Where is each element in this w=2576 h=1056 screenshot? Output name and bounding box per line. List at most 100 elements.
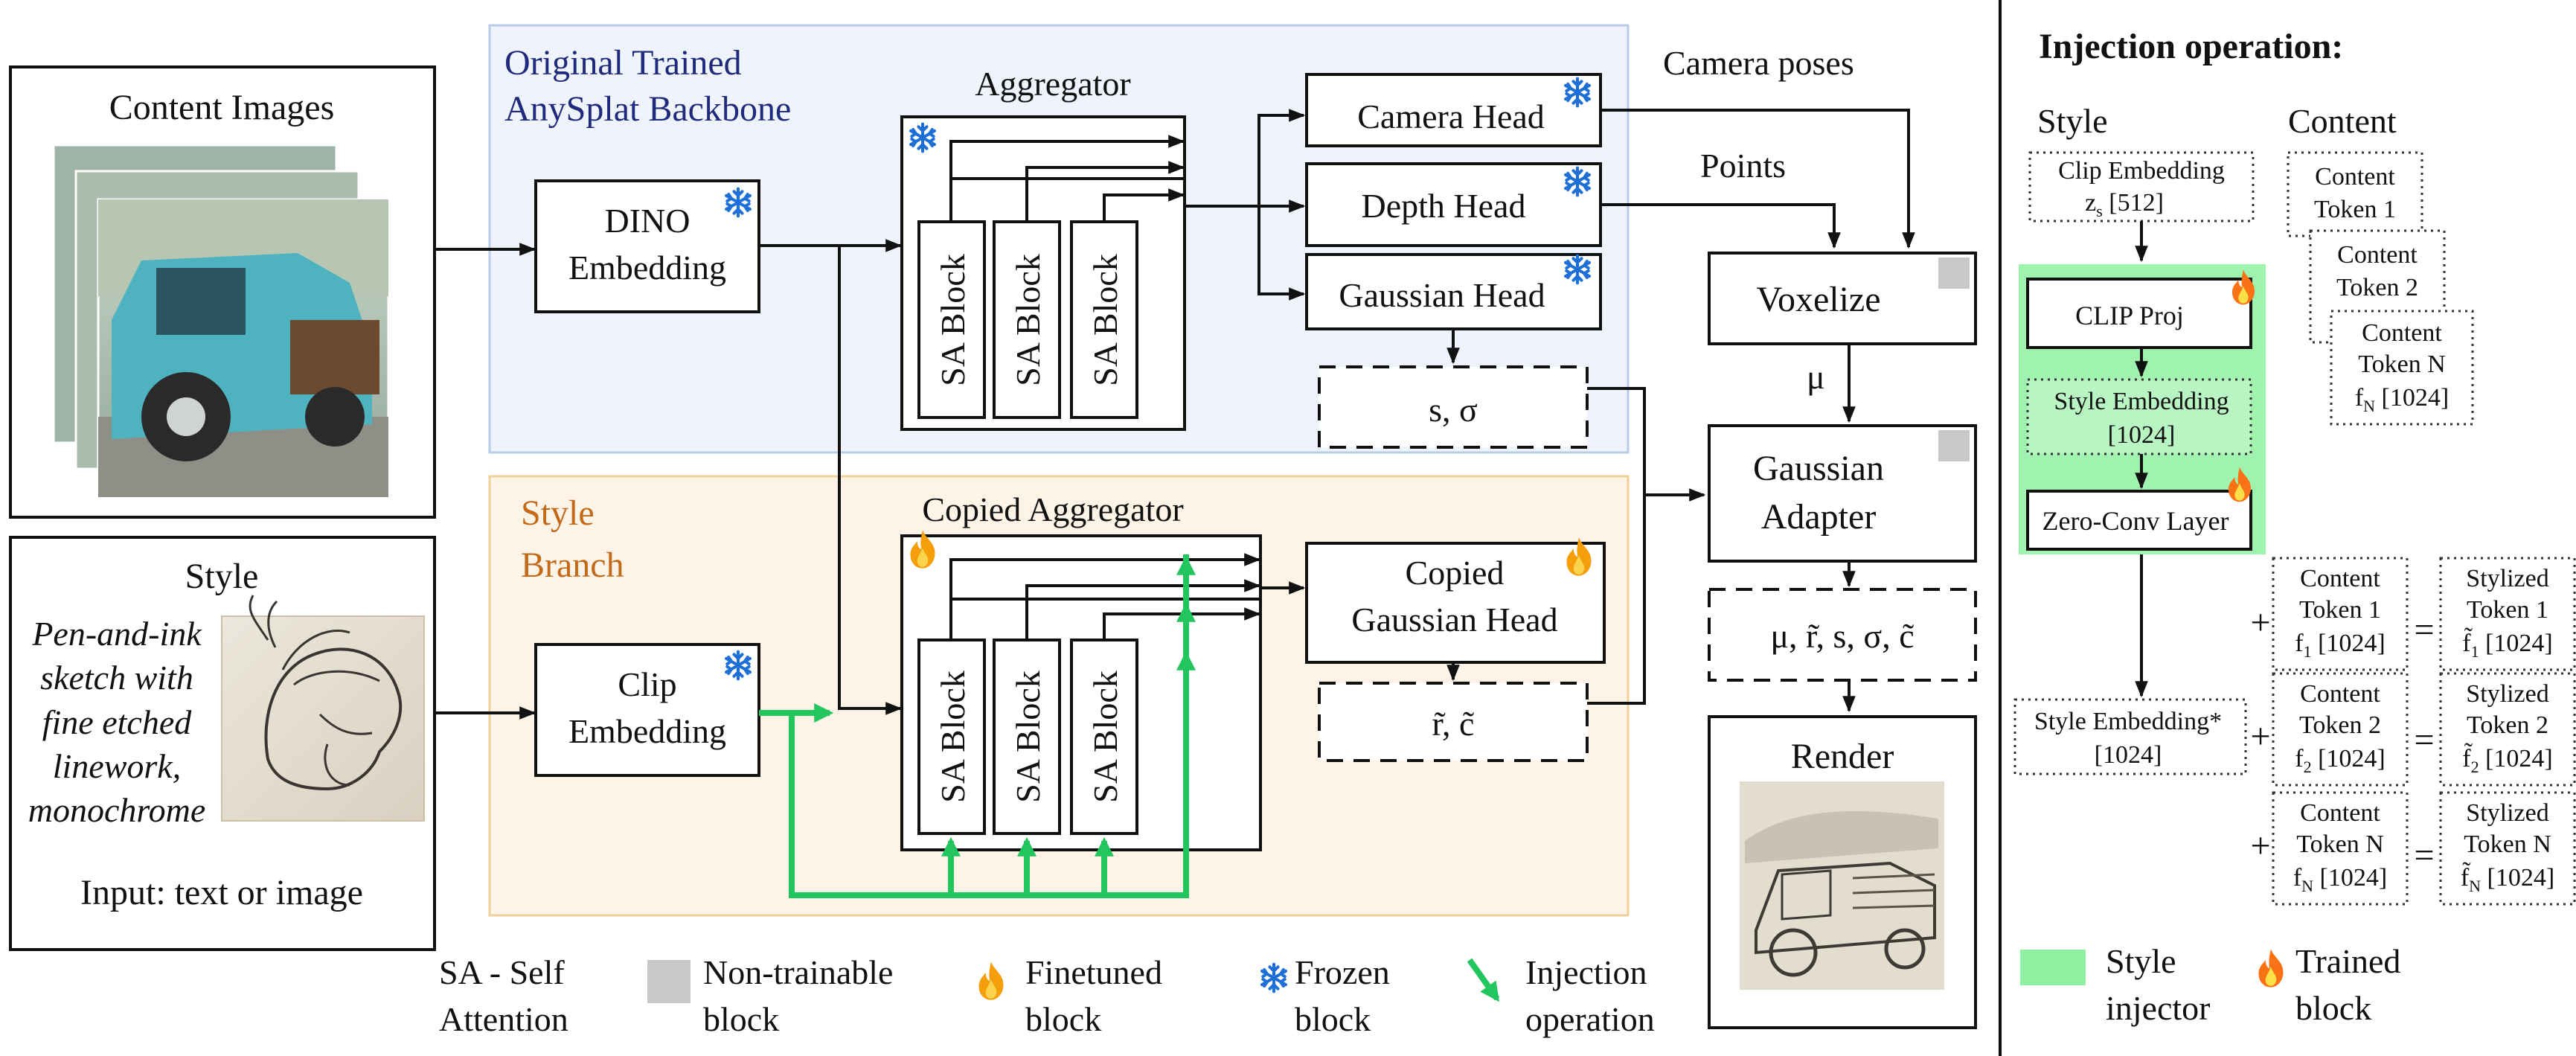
row-content-line3: f1 [1024]	[2295, 630, 2385, 661]
sa-block	[1070, 639, 1138, 835]
copied-gaussian-head-line1: Copied	[1406, 554, 1505, 592]
legend-injector-line1: Style	[2106, 942, 2176, 980]
copied-aggregator-sa-blocks: SA Block SA Block SA Block	[917, 639, 1138, 835]
legend-injection-line2: operation	[1525, 1000, 1655, 1038]
stylized-token-box	[2439, 791, 2576, 906]
depth-head-label: Depth Head	[1362, 187, 1526, 225]
legend-non-trainable-swatch	[647, 960, 691, 1003]
legend: SA - Self Attention Non-trainable block …	[439, 953, 1655, 1038]
sa-block	[993, 220, 1061, 419]
legend-non-trainable-line2: block	[703, 1000, 779, 1038]
camera-head-label: Camera Head	[1357, 97, 1545, 135]
equals-sign: =	[2414, 720, 2434, 760]
injection-lines	[759, 554, 1196, 898]
render-image	[1740, 781, 1944, 990]
stylized-token-box	[2439, 557, 2576, 671]
content-token-label: Content	[2362, 319, 2442, 347]
style-prompt-line1: Pen-and-ink	[31, 615, 202, 653]
sa-block-label: SA Block	[1086, 254, 1124, 386]
style-embedding-line2: [1024]	[2108, 421, 2176, 449]
content-token-box	[2272, 791, 2409, 906]
row-content-line2: Token N	[2296, 831, 2384, 858]
content-column-label: Content	[2288, 102, 2397, 140]
gaussian-head-label: Gaussian Head	[1339, 276, 1545, 314]
legend-finetuned-line1: Finetuned	[1025, 953, 1162, 991]
mu-label: μ	[1807, 358, 1825, 396]
content-token-label: fN [1024]	[2355, 384, 2449, 415]
legend-injection-line1: Injection	[1525, 953, 1647, 991]
sa-block-label: SA Block	[934, 254, 972, 386]
copied-aggregator-label: Copied Aggregator	[922, 490, 1183, 528]
equals-sign: =	[2414, 836, 2434, 875]
row-stylized-line1: Stylized	[2466, 799, 2548, 827]
aggregator-sa-blocks: SA Block SA Block SA Block	[917, 220, 1138, 419]
backbone-title-line1: Original Trained	[504, 43, 742, 83]
row-content-line1: Content	[2300, 565, 2380, 592]
depth-head-box	[1305, 162, 1602, 247]
row-stylized-line3: f̃2 [1024]	[2462, 743, 2552, 776]
legend-injection-arrow	[1467, 958, 1500, 1002]
style-prompt-line5: monochrome	[28, 791, 205, 829]
camera-head-box	[1305, 73, 1602, 147]
content-token-box	[2272, 557, 2409, 671]
sa-block-label: SA Block	[1009, 254, 1047, 386]
content-token-label: Token 1	[2314, 196, 2396, 223]
row-stylized-line2: Token 2	[2467, 711, 2548, 739]
r-c-label: r̃, c̃	[1432, 705, 1475, 743]
content-token-box	[2272, 672, 2409, 787]
sa-block-label: SA Block	[1086, 671, 1124, 803]
legend-non-trainable-line1: Non-trainable	[703, 953, 893, 991]
clip-embedding-box	[534, 643, 760, 777]
aggregator-skip-arrows	[949, 135, 1185, 222]
arrow-s-sigma-to-adapter	[1587, 387, 1706, 502]
legend-frozen-line1: Frozen	[1295, 953, 1390, 991]
content-token-label: Content	[2337, 241, 2418, 269]
arrow-depth-to-voxelize	[1601, 203, 1841, 249]
render-label: Render	[1791, 737, 1894, 776]
legend-sa-line1: SA - Self	[439, 953, 565, 991]
row-content-line2: Token 1	[2299, 596, 2381, 624]
non-trainable-marker	[1938, 430, 1970, 461]
arrow-aggregator-to-camera	[1257, 109, 1306, 206]
clip-proj-box	[2026, 278, 2252, 349]
content-token-label: Token 2	[2336, 274, 2418, 301]
arrow-r-c-to-adapter	[1587, 495, 1646, 705]
style-prompt: Pen-and-ink sketch with fine etched line…	[28, 615, 205, 829]
legend-trained-line1: Trained	[2295, 942, 2400, 980]
aggregator-label: Aggregator	[975, 65, 1130, 103]
style-branch-title-line1: Style	[521, 493, 595, 533]
injection-panel-title: Injection operation:	[2039, 27, 2343, 66]
content-token-box	[2287, 151, 2423, 237]
params-label: μ, r̃, s, σ, c̃	[1770, 617, 1914, 655]
gaussian-adapter-line2: Adapter	[1761, 497, 1877, 537]
legend-frozen-line2: block	[1295, 1000, 1371, 1038]
plus-sign: +	[2250, 826, 2270, 865]
style-embedding-star-box	[2013, 698, 2247, 775]
copied-gaussian-head-line2: Gaussian Head	[1351, 601, 1557, 639]
row-stylized-line2: Token N	[2464, 831, 2551, 858]
row-stylized-line3: f̃1 [1024]	[2462, 627, 2552, 661]
copied-aggregator-skip-arrows	[949, 553, 1261, 640]
gaussian-adapter-line1: Gaussian	[1753, 449, 1884, 488]
s-sigma-label: s, σ	[1429, 391, 1478, 429]
voxelize-label: Voxelize	[1756, 280, 1880, 319]
row-content-line1: Content	[2300, 680, 2380, 708]
content-images-stack	[52, 144, 390, 499]
clip-embedding-small-label: Clip Embedding	[2058, 157, 2225, 185]
equals-sign: =	[2414, 610, 2434, 650]
row-stylized-line1: Stylized	[2466, 565, 2548, 592]
row-stylized-line2: Token 1	[2467, 596, 2548, 624]
camera-poses-label: Camera poses	[1663, 44, 1854, 82]
legend-injector-line2: injector	[2106, 989, 2211, 1027]
zs-label: zs [512]	[2085, 189, 2164, 220]
plus-sign: +	[2250, 603, 2270, 642]
clip-proj-label: CLIP Proj	[2075, 301, 2184, 330]
content-token-label: Content	[2315, 163, 2395, 191]
legend-sa-line2: Attention	[439, 1000, 568, 1038]
zero-conv-label: Zero-Conv Layer	[2042, 506, 2229, 536]
content-token-box	[2330, 310, 2474, 426]
input-label: Input: text or image	[80, 873, 363, 912]
legend-finetuned-line2: block	[1025, 1000, 1101, 1038]
row-content-line3: f2 [1024]	[2295, 745, 2385, 776]
flame-icon	[978, 961, 1004, 1000]
